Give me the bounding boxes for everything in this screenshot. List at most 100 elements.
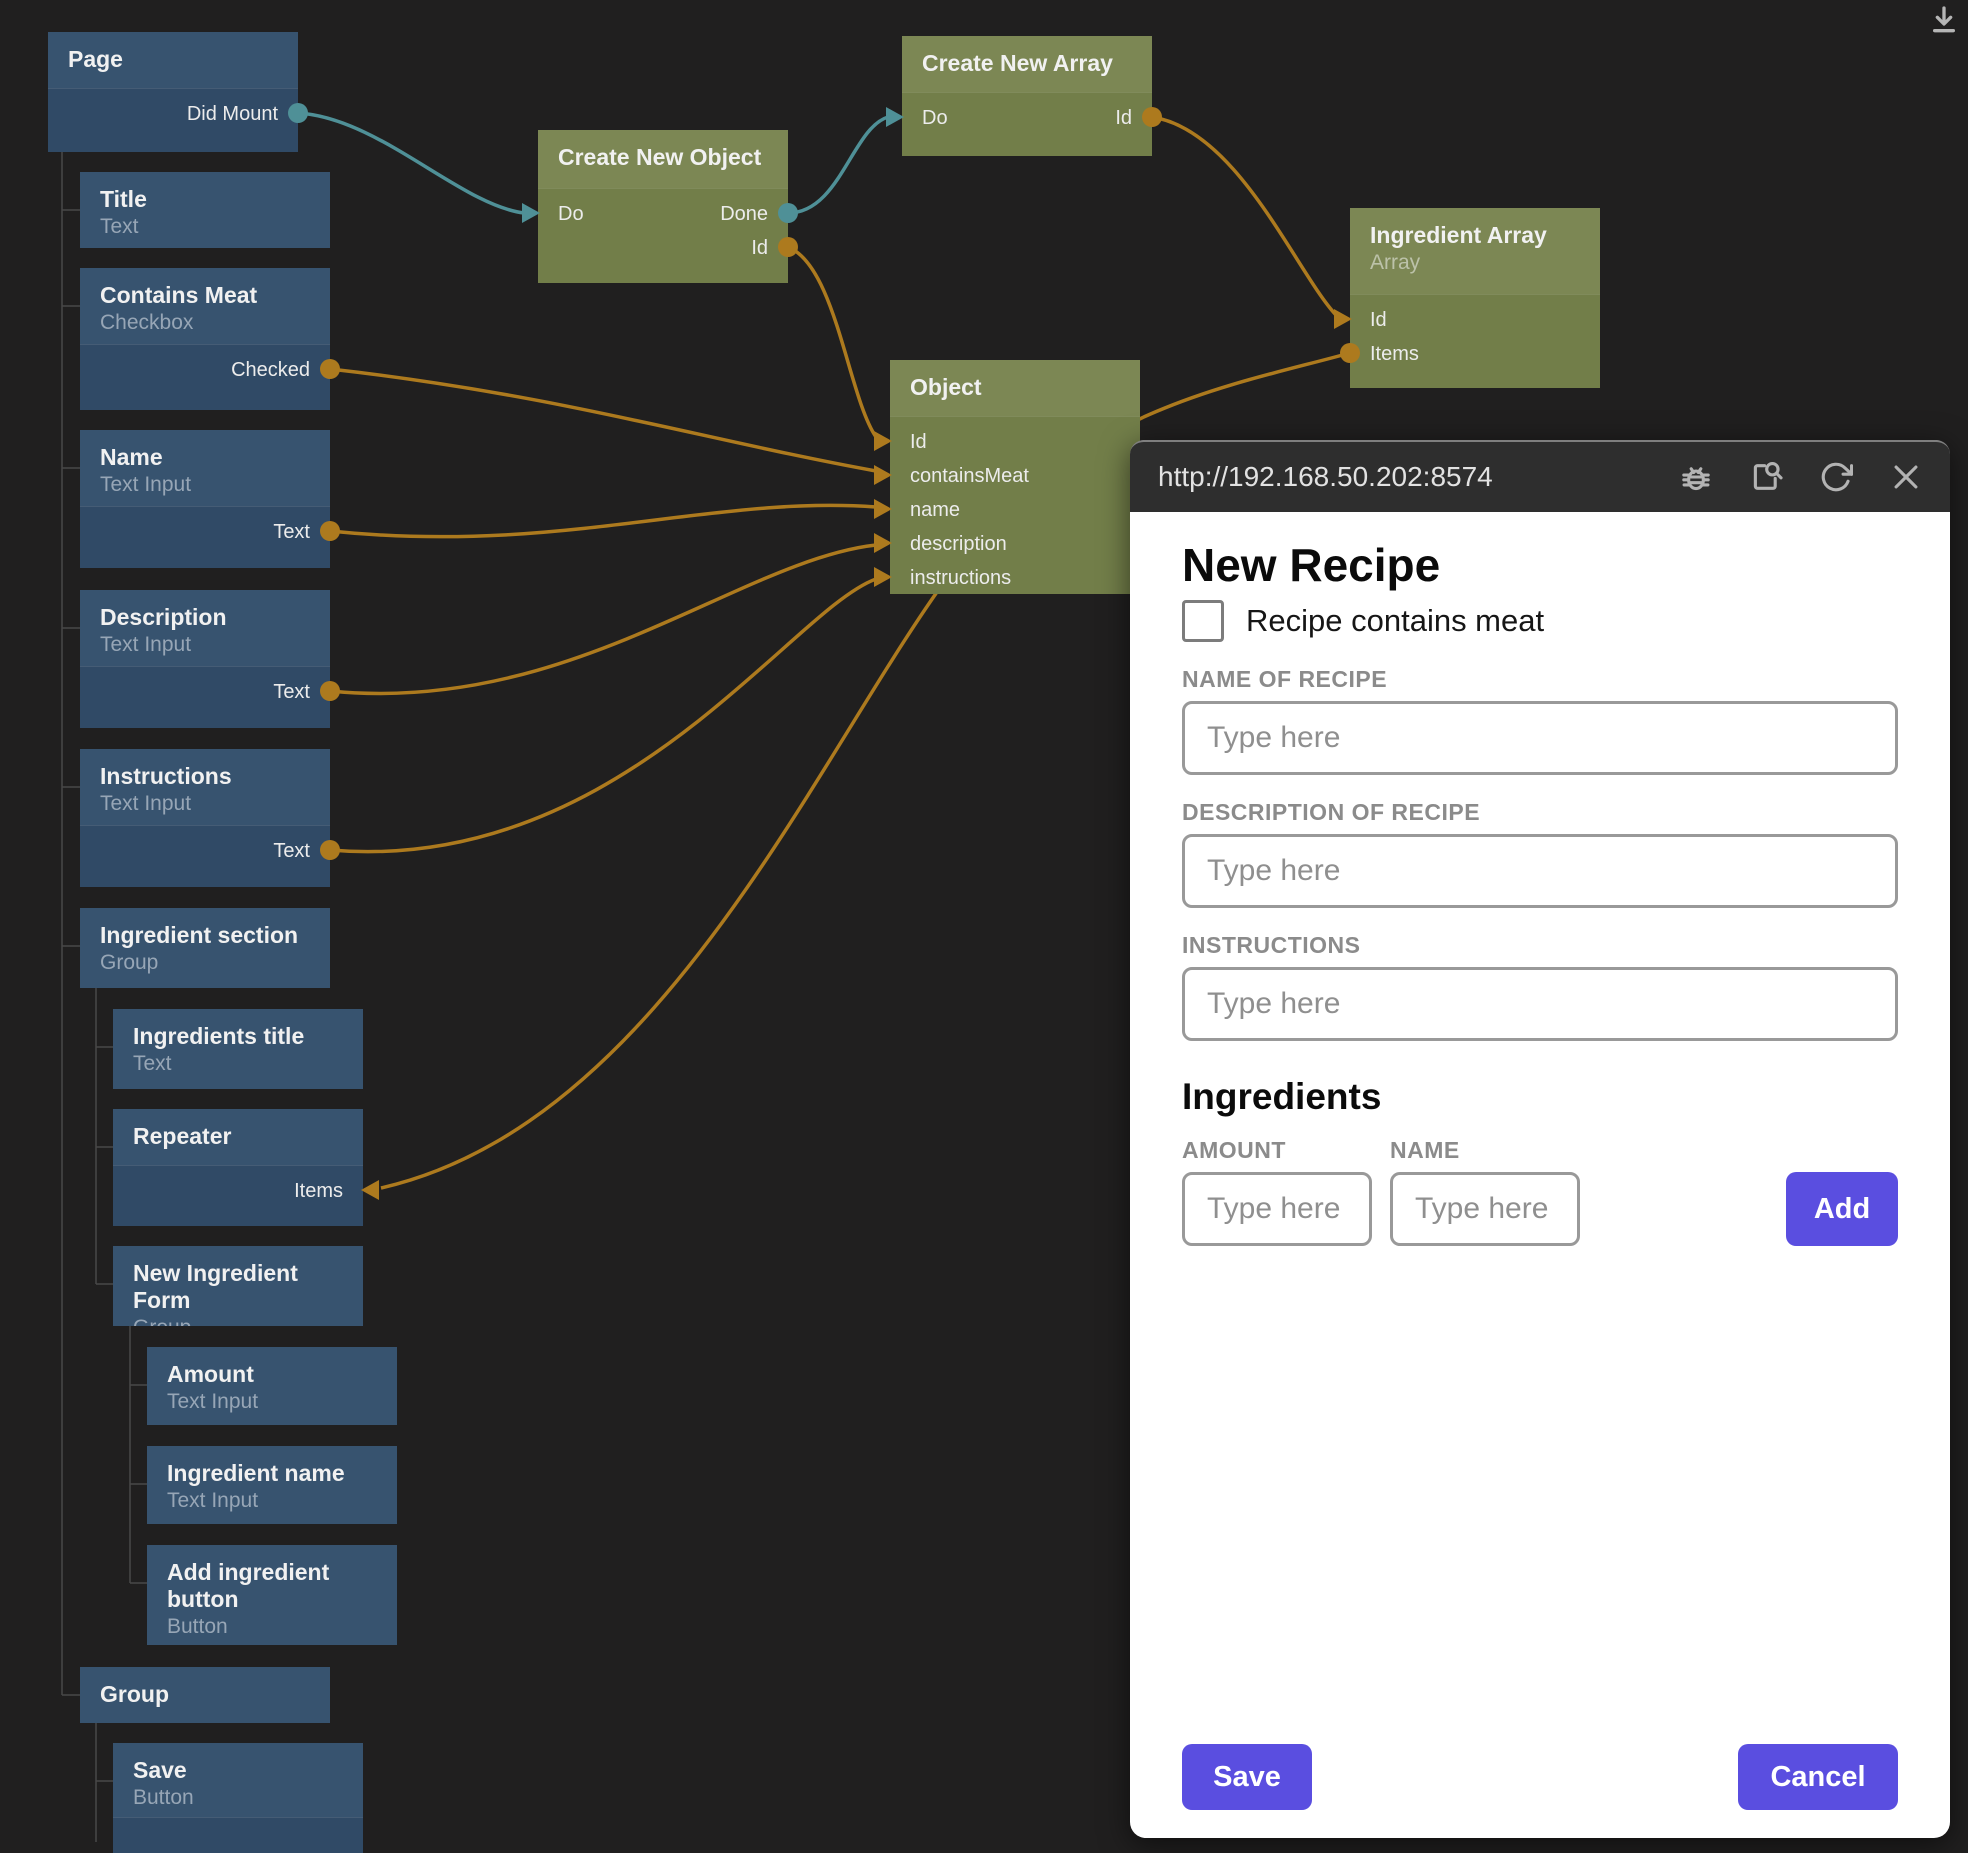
node-port-row: Text — [80, 515, 330, 549]
node-title: Ingredients title — [133, 1023, 305, 1049]
node-title: Add ingredient button — [167, 1559, 330, 1612]
node-port-row: Items — [113, 1174, 363, 1208]
node-port-row — [113, 1826, 363, 1853]
url-bar: http://192.168.50.202:8574 — [1130, 440, 1950, 512]
port-label[interactable]: name — [910, 498, 961, 521]
port-label[interactable]: Do — [922, 106, 948, 129]
port-label[interactable]: Text — [273, 680, 310, 703]
node-port-row: Text — [80, 834, 330, 868]
node-port-row: Checked — [80, 353, 330, 387]
port-label[interactable]: Items — [1370, 342, 1419, 365]
node-title: Object — [910, 374, 982, 400]
amount-label: AMOUNT — [1182, 1137, 1286, 1163]
ingredient-name-label: NAME — [1390, 1137, 1460, 1163]
port-label[interactable]: Did Mount — [186, 102, 278, 125]
download-icon[interactable] — [1928, 4, 1960, 41]
port-label[interactable]: Id — [751, 236, 768, 259]
node-title: Ingredient Array — [1370, 222, 1547, 248]
amount-input[interactable] — [1182, 1172, 1372, 1246]
node-subtitle: Text Input — [100, 473, 192, 496]
node-title: Name — [100, 444, 163, 470]
node-title: Page — [68, 46, 123, 72]
node-title: Ingredient name — [167, 1460, 345, 1486]
ingredient-name-input[interactable] — [1390, 1172, 1580, 1246]
node-new-ingredient-form[interactable]: New Ingredient FormGroup — [113, 1246, 363, 1326]
node-subtitle: Array — [1370, 251, 1421, 274]
node-title: Title — [100, 186, 147, 212]
node-subtitle: Group — [100, 951, 159, 974]
port-label[interactable]: Id — [910, 430, 927, 453]
node-port-row: Do Done — [538, 197, 788, 231]
cancel-button[interactable]: Cancel — [1738, 1744, 1898, 1810]
port-label[interactable]: Text — [273, 839, 310, 862]
port-label[interactable]: Done — [720, 202, 768, 225]
node-port-row: instructions — [890, 561, 1140, 594]
node-subtitle: Button — [167, 1615, 228, 1638]
recipe-form: New Recipe Recipe contains meat NAME OF … — [1130, 512, 1950, 1838]
node-subtitle: Text Input — [100, 633, 192, 656]
contains-meat-label: Recipe contains meat — [1246, 603, 1545, 638]
port-label[interactable]: instructions — [910, 566, 1012, 589]
name-of-recipe-label: NAME OF RECIPE — [1182, 666, 1388, 692]
node-port-row: Text — [80, 675, 330, 709]
url-text[interactable]: http://192.168.50.202:8574 — [1158, 461, 1493, 492]
node-group[interactable]: Group — [80, 1667, 330, 1723]
port-label[interactable]: containsMeat — [910, 464, 1029, 487]
node-port-row: Id — [538, 231, 788, 265]
node-port-row: Id — [1350, 303, 1600, 337]
debug-icon[interactable] — [1678, 459, 1714, 495]
preview-panel: http://192.168.50.202:8574 — [1130, 440, 1950, 1838]
form-footer: Save Cancel — [1182, 1744, 1898, 1810]
contains-meat-checkbox[interactable] — [1182, 600, 1224, 642]
node-subtitle: Group — [133, 1315, 343, 1326]
port-label[interactable]: Do — [558, 202, 584, 225]
port-label[interactable]: Items — [294, 1179, 343, 1202]
instructions-input[interactable] — [1182, 967, 1898, 1041]
contains-meat-row: Recipe contains meat — [1182, 600, 1898, 642]
name-of-recipe-input[interactable] — [1182, 701, 1898, 775]
port-label[interactable]: Id — [1115, 106, 1132, 129]
refresh-icon[interactable] — [1818, 459, 1854, 495]
add-button[interactable]: Add — [1786, 1172, 1898, 1246]
description-input[interactable] — [1182, 834, 1898, 908]
port-label[interactable]: Id — [1370, 308, 1387, 331]
inspect-page-icon[interactable] — [1748, 459, 1784, 495]
ingredient-entry-row: AMOUNT NAME Add — [1182, 1119, 1898, 1246]
port-label[interactable]: description — [910, 532, 1007, 555]
description-label: DESCRIPTION OF RECIPE — [1182, 799, 1481, 825]
node-title: Group — [100, 1681, 169, 1707]
port-label[interactable]: Text — [273, 520, 310, 543]
save-button[interactable]: Save — [1182, 1744, 1312, 1810]
node-port-row: name — [890, 493, 1140, 527]
node-title: Repeater — [133, 1123, 232, 1149]
node-subtitle: Button — [133, 1786, 194, 1809]
node-port-row: Items — [1350, 337, 1600, 371]
form-spacer — [1182, 1246, 1898, 1744]
node-title: Contains Meat — [100, 282, 258, 308]
port-label[interactable]: Checked — [231, 358, 310, 381]
close-icon[interactable] — [1888, 459, 1924, 495]
node-title: Create New Array — [922, 50, 1113, 76]
node-title: Amount — [167, 1361, 254, 1387]
node-port-row: description — [890, 527, 1140, 561]
node-title: New Ingredient Form — [133, 1260, 298, 1313]
node-port-row: Do Id — [902, 101, 1152, 135]
